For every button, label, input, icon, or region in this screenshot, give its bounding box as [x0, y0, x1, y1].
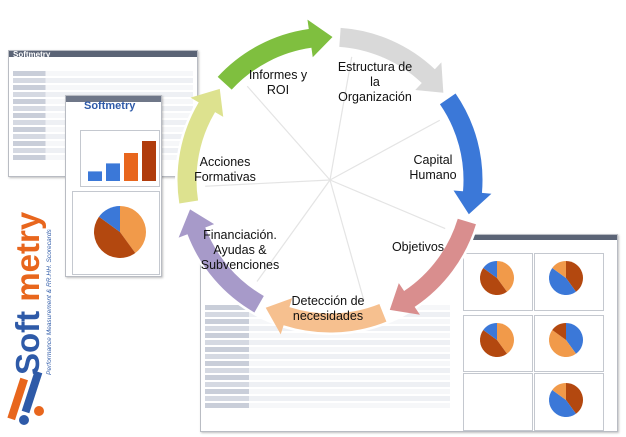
mini-pie-slice	[480, 330, 507, 357]
mini-pie-slice	[552, 383, 566, 400]
mini-pie-slice	[566, 323, 584, 354]
cycle-arrow-financiacion	[178, 209, 264, 313]
mini-pie-slice	[483, 323, 497, 340]
mini-bar	[106, 163, 120, 181]
cycle-arrow-estructura	[339, 27, 444, 93]
mini-bar	[142, 141, 156, 181]
cycle-arrow-deteccion	[265, 298, 387, 335]
screenshot-logo: Softmetry	[84, 100, 136, 112]
mini-pie-slice	[497, 261, 514, 292]
mini-pie-slice	[552, 261, 566, 278]
cycle-arrows	[177, 19, 492, 335]
cycle-arrow-capital	[439, 93, 492, 215]
screenshot-toolbar	[66, 96, 161, 102]
cycle-spoke	[329, 179, 446, 230]
mini-pie-slice	[480, 268, 507, 295]
mini-pie-slice	[549, 390, 576, 418]
dashboard-panel-5	[463, 373, 533, 431]
softmetry-wordmark: Soft metry	[9, 211, 46, 375]
step-label-estructura: Estructura de la Organización	[337, 60, 413, 104]
cycle-arrow-acciones	[177, 88, 224, 204]
mini-bar	[88, 171, 102, 181]
step-label-acciones: Acciones Formativas	[194, 155, 256, 184]
step-label-objetivos: Objetivos	[391, 240, 445, 254]
cycle-spoke	[329, 179, 365, 301]
softmetry-mark-icon	[7, 370, 44, 425]
mini-bar	[124, 153, 138, 181]
mini-pie-slice	[552, 323, 566, 340]
step-label-financiacion: Financiación. Ayudas & Subvenciones	[200, 228, 280, 272]
mini-pie-slice	[566, 261, 584, 292]
cycle-spoke	[246, 85, 331, 181]
mini-pie-slice	[98, 206, 120, 232]
mini-pie-slice	[566, 383, 584, 414]
mini-pie-slice	[548, 268, 576, 296]
cycle-spoke	[256, 179, 331, 282]
mini-pie-slice	[94, 216, 136, 258]
screenshot-toolbar	[9, 51, 197, 57]
step-label-capital: Capital Humano	[409, 153, 457, 182]
cycle-spoke	[329, 119, 441, 181]
step-label-informes: Informes y ROI	[248, 68, 308, 97]
cycle-arrow-informes	[217, 19, 333, 90]
cycle-spoke	[329, 56, 353, 181]
cycle-spoke	[205, 179, 331, 187]
softmetry-logo: Soft metry Performance Measurement & RR.…	[7, 211, 53, 425]
cycle-arrow-objetivos	[389, 218, 476, 315]
softmetry-tagline: Performance Measurement & RR.HH. Scoreca…	[46, 228, 53, 375]
step-label-deteccion: Detección de necesidades	[291, 294, 365, 323]
mini-pie-slice	[497, 323, 514, 354]
mini-charts	[88, 141, 584, 418]
mini-pie-slice	[120, 206, 146, 254]
screenshot-logo: Softmetry	[13, 50, 51, 59]
cycle-spokes	[205, 56, 446, 301]
mini-pie-slice	[549, 330, 576, 358]
mini-pie-slice	[483, 261, 497, 278]
